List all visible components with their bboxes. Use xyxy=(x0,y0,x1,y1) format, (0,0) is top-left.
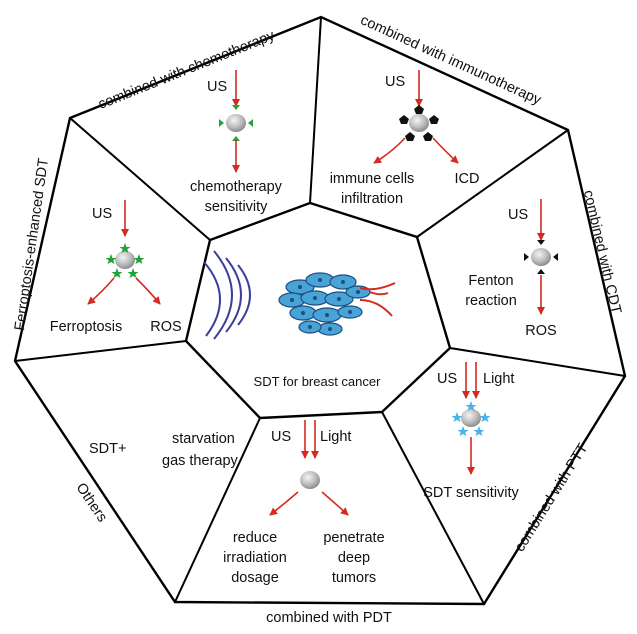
immuno-outcome-left-line2: infiltration xyxy=(341,191,403,207)
pdt-outcome-left-line3: dosage xyxy=(231,570,279,586)
ultrasound-wave-icon xyxy=(203,250,251,340)
ptt-stimulus-1: US xyxy=(437,371,457,387)
others-item-1: starvation xyxy=(172,431,235,447)
chemo-stimulus: US xyxy=(207,79,227,95)
pdt-stimulus-1: US xyxy=(271,429,291,445)
blood-vessel-icon xyxy=(359,282,396,317)
label-combined-chemotherapy: combined with chemotherapy xyxy=(96,27,278,112)
nanoparticle-green-marker-icon xyxy=(219,105,253,141)
cdt-outcome: ROS xyxy=(525,323,556,339)
pdt-arrow-right xyxy=(321,491,349,516)
label-ferroptosis-enhanced-sdt: Ferroptosis-enhanced SDT xyxy=(12,157,52,332)
center-label: SDT for breast cancer xyxy=(254,374,382,389)
chemo-outcome-line1: chemotherapy xyxy=(190,179,283,195)
ferro-stimulus: US xyxy=(92,206,112,222)
pdt-outcome-left-line1: reduce xyxy=(233,530,277,546)
label-combined-cdt: combined with CDT xyxy=(580,189,624,316)
outer-heptagon xyxy=(13,15,627,606)
nanoparticle-black-triangle-icon xyxy=(524,240,558,274)
ptt-outcome: SDT sensitivity xyxy=(423,485,519,501)
immuno-outcome-left-line1: immune cells xyxy=(330,171,415,187)
segment-pdt: US Light reduce irradiation dosage penet… xyxy=(223,420,385,586)
nanoparticle-plain-icon xyxy=(300,471,320,489)
others-item-2: gas therapy xyxy=(162,453,239,469)
pdt-outcome-right-line2: deep xyxy=(338,550,370,566)
immuno-outcome-right: ICD xyxy=(455,171,480,187)
pdt-outcome-left-line2: irradiation xyxy=(223,550,287,566)
ptt-stimulus-2: Light xyxy=(483,371,514,387)
center-panel: SDT for breast cancer xyxy=(203,250,396,389)
label-combined-pdt: combined with PDT xyxy=(266,610,392,626)
ferro-arrow-left xyxy=(87,277,115,305)
nanoparticle-black-pentagon-icon xyxy=(399,105,439,141)
ferro-arrow-right xyxy=(135,277,161,305)
segment-dividers xyxy=(14,16,626,605)
segment-immunotherapy: US immune cells infiltration ICD xyxy=(330,70,480,207)
immuno-arrow-right xyxy=(432,137,459,164)
cdt-stimulus: US xyxy=(508,207,528,223)
chemo-outcome-line2: sensitivity xyxy=(205,199,269,215)
nanoparticle-green-star-icon xyxy=(105,243,145,278)
segment-ferroptosis: US Ferroptosis ROS xyxy=(50,200,182,335)
nanoparticle-blue-star-icon xyxy=(451,401,491,436)
ferro-outcome-left: Ferroptosis xyxy=(50,319,123,335)
segment-cdt: US Fenton reaction ROS xyxy=(465,199,558,339)
label-others: Others xyxy=(73,480,111,525)
cdt-step-line2: reaction xyxy=(465,293,517,309)
label-combined-immunotherapy: combined with immunotherapy xyxy=(358,12,544,108)
immuno-arrow-left xyxy=(373,137,406,164)
ferro-outcome-right: ROS xyxy=(150,319,181,335)
others-prefix: SDT+ xyxy=(89,441,126,457)
segment-chemotherapy: US chemotherapy sensitivity xyxy=(190,70,283,215)
pdt-arrow-left xyxy=(269,491,299,516)
segment-others: SDT+ starvation gas therapy xyxy=(89,431,239,469)
cdt-step-line1: Fenton xyxy=(468,273,513,289)
immuno-stimulus: US xyxy=(385,74,405,90)
tumor-cell-cluster-icon xyxy=(278,272,371,336)
pdt-stimulus-2: Light xyxy=(320,429,351,445)
label-combined-ptt: combined with PTT xyxy=(512,441,591,555)
pdt-outcome-right-line1: penetrate xyxy=(323,530,384,546)
inner-heptagon xyxy=(184,201,452,420)
segment-ptt: US Light SDT sensitivity xyxy=(423,362,520,501)
pdt-outcome-right-line3: tumors xyxy=(332,570,376,586)
